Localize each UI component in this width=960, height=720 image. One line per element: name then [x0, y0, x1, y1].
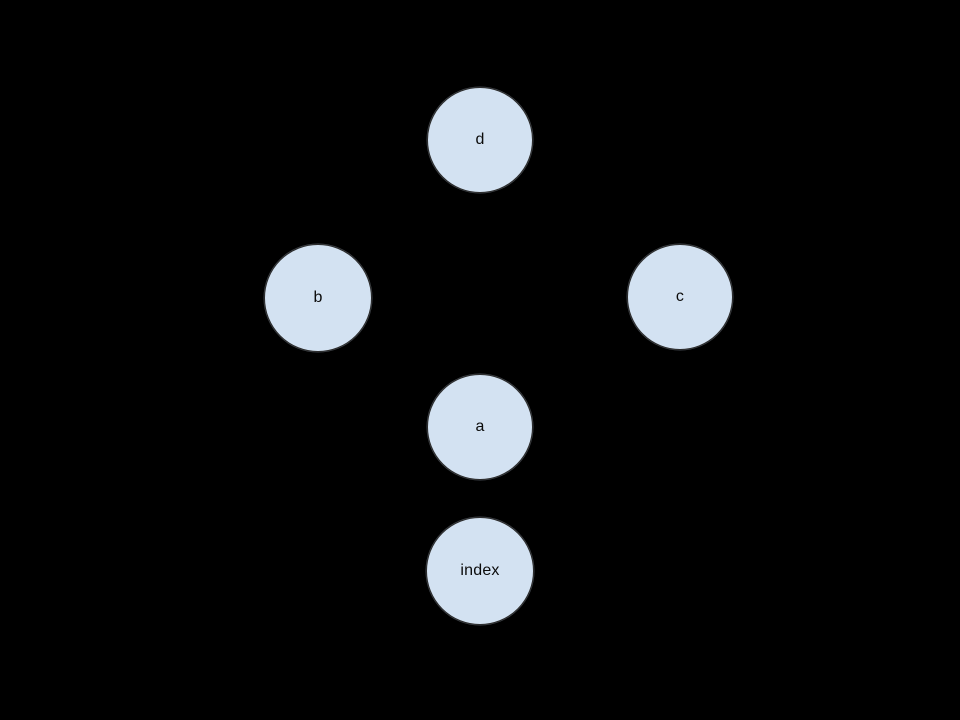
graph-node-b[interactable]: b — [264, 244, 372, 352]
graph-node-c[interactable]: c — [627, 244, 733, 350]
graph-node-label: d — [475, 131, 485, 148]
graph-node-d[interactable]: d — [427, 87, 533, 193]
graph-node-label: b — [313, 289, 323, 306]
graph-node-index[interactable]: index — [426, 517, 534, 625]
graph-node-a[interactable]: a — [427, 374, 533, 480]
graph-node-label: a — [475, 418, 485, 435]
graph-node-label: index — [460, 562, 500, 579]
graph-node-label: c — [675, 288, 685, 305]
